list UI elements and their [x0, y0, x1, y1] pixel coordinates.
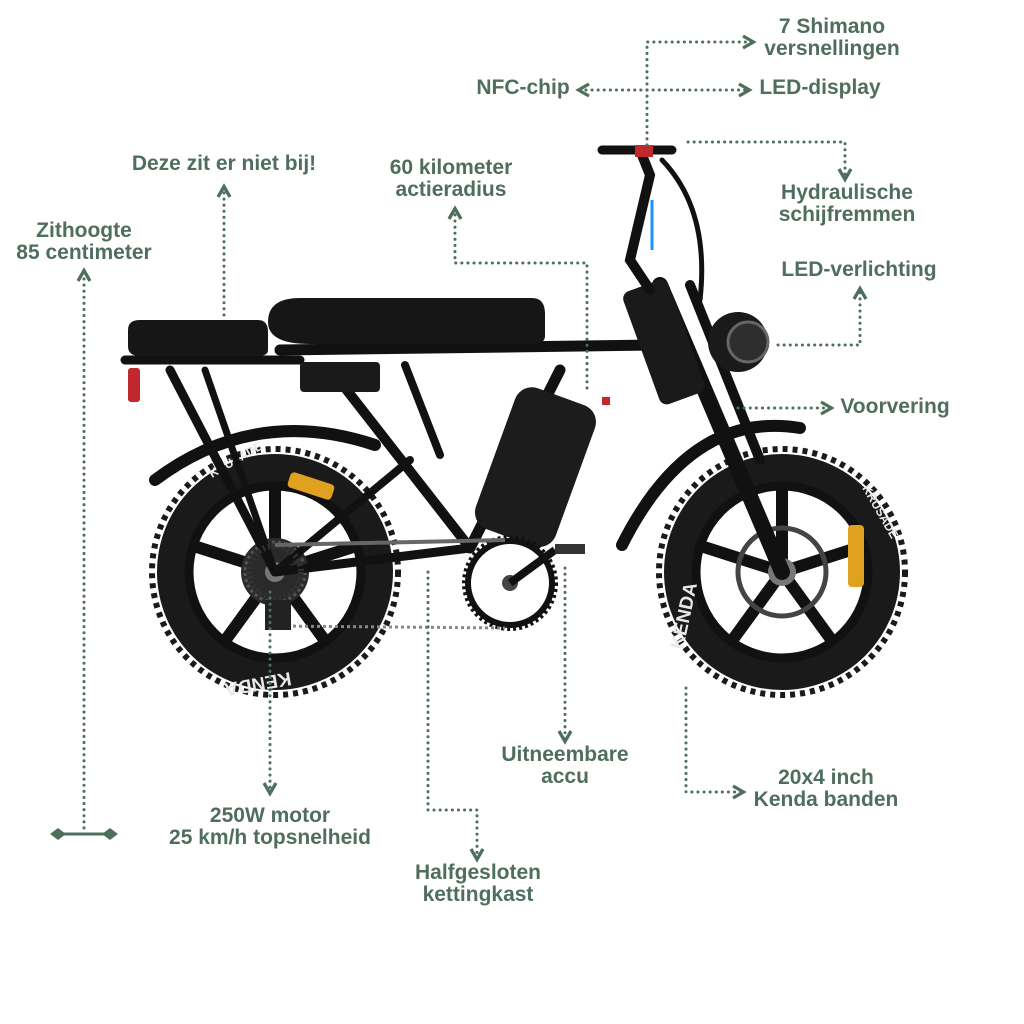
label-seat-not-included: Deze zit er niet bij!: [131, 152, 317, 175]
battery-led: [602, 397, 610, 405]
seat-main: [268, 298, 545, 344]
drivetrain: [246, 535, 585, 631]
ground-line: [50, 828, 118, 840]
rear-light: [128, 368, 140, 402]
label-tires: 20x4 inch Kenda banden: [753, 766, 899, 811]
label-removable-battery: Uitneembare accu: [501, 743, 629, 788]
label-front-suspension: Voorvering: [840, 395, 950, 418]
label-motor: 250W motor 25 km/h topsnelheid: [169, 804, 371, 849]
label-range: 60 kilometer actieradius: [389, 156, 513, 201]
label-shimano-gears: 7 Shimano versnellingen: [764, 15, 900, 60]
battery-pack: [474, 387, 596, 548]
annotation-lines: [84, 42, 860, 858]
label-led-lighting: LED-verlichting: [781, 258, 937, 281]
head-tube: [623, 279, 705, 405]
seat-passenger: [128, 320, 268, 356]
label-nfc-chip: NFC-chip: [476, 76, 570, 99]
label-led-display: LED-display: [759, 76, 881, 99]
led-display-screen: [635, 145, 653, 157]
label-seat-height: Zithoogte 85 centimeter: [16, 219, 152, 264]
front-fender: [616, 419, 806, 551]
rear-fender: [149, 425, 381, 486]
controller-box: [300, 362, 380, 392]
label-chain-guard: Halfgesloten kettingkast: [414, 861, 542, 906]
label-hydraulic-brakes: Hydraulische schijfremmen: [778, 181, 916, 226]
